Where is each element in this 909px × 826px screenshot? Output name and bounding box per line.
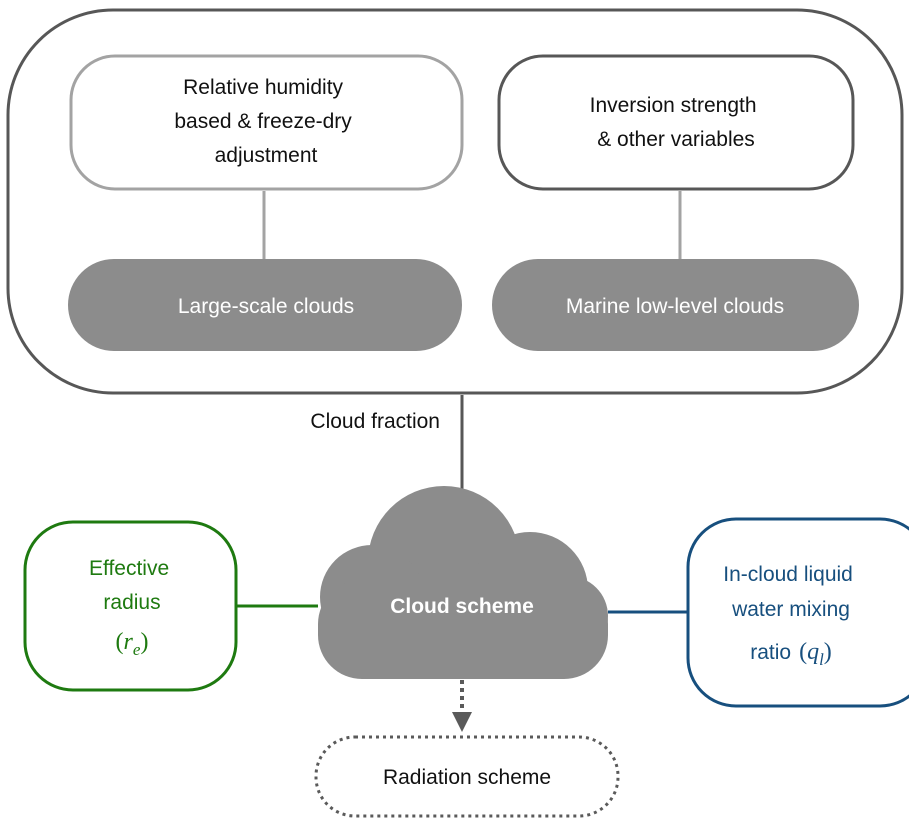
humidity-line-1: Relative humidity xyxy=(183,76,343,99)
svg-text:Relative humidity based &: Relative humidity based & freeze-dry adj… xyxy=(174,76,357,167)
marine-low-level-clouds-pill xyxy=(492,259,859,351)
svg-text:(re): (re) xyxy=(116,629,149,659)
effective-radius-box xyxy=(23,520,238,692)
svg-text:Effective radius: Effective radius xyxy=(89,557,175,614)
svg-text:ratio(ql): ratio(ql) xyxy=(750,639,832,669)
effective-radius-line-1: Effective xyxy=(89,557,169,580)
liquid-water-line-3: ratio xyxy=(750,641,791,664)
liquid-water-subscript: l xyxy=(819,650,824,669)
marine-low-level-clouds-label: Marine low-level clouds xyxy=(566,295,784,318)
liquid-water-line-2: water mixing xyxy=(731,598,850,621)
inversion-line-1: Inversion strength xyxy=(590,94,757,117)
inversion-line-2: & other variables xyxy=(597,128,755,151)
humidity-line-2: based & freeze-dry xyxy=(174,110,352,133)
large-scale-clouds-pill xyxy=(68,259,462,351)
radiation-scheme-label: Radiation scheme xyxy=(383,766,551,789)
cloud-fraction-label: Cloud fraction xyxy=(310,410,440,433)
cloud-scheme-shape xyxy=(318,486,608,679)
svg-text:Inversion strength & other: Inversion strength & other variables xyxy=(590,94,763,151)
svg-text:In-cloud liquid water mixi: In-cloud liquid water mixing xyxy=(723,563,858,621)
effective-radius-line-2: radius xyxy=(103,591,160,614)
effective-radius-subscript: e xyxy=(133,640,141,659)
humidity-box xyxy=(69,54,464,191)
liquid-water-box xyxy=(686,517,909,708)
cloud-scheme-label: Cloud scheme xyxy=(390,595,534,618)
humidity-line-3: adjustment xyxy=(215,144,318,167)
liquid-water-line-1: In-cloud liquid xyxy=(723,563,853,586)
radiation-scheme-box xyxy=(314,735,620,818)
outer-group-container xyxy=(6,8,904,395)
effective-radius-symbol: r xyxy=(124,629,134,655)
large-scale-clouds-label: Large-scale clouds xyxy=(178,295,354,318)
liquid-water-symbol: q xyxy=(807,639,819,665)
inversion-box xyxy=(497,54,855,191)
